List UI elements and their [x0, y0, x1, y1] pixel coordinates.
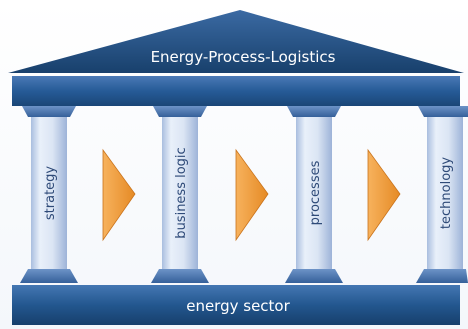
pillar-label-processes: processes: [308, 160, 323, 225]
pillar-processes: processes: [285, 106, 343, 283]
roof-title: Energy-Process-Logistics: [151, 48, 336, 66]
top-beam: [12, 76, 460, 106]
roof: [8, 10, 464, 73]
pillar-label-strategy: strategy: [43, 166, 58, 221]
pillar-strategy: strategy: [20, 106, 78, 283]
pillar-technology: technology: [416, 106, 468, 283]
base-platform: [12, 285, 460, 325]
chevron-right-icon: [102, 148, 136, 242]
pillar-business-logic: business logic: [151, 106, 209, 283]
pillar-label-business-logic: business logic: [174, 147, 189, 238]
chevron-right-icon: [235, 148, 269, 242]
base-label: energy sector: [186, 297, 290, 315]
chevron-right-icon: [367, 148, 401, 242]
pillar-label-technology: technology: [439, 157, 454, 229]
